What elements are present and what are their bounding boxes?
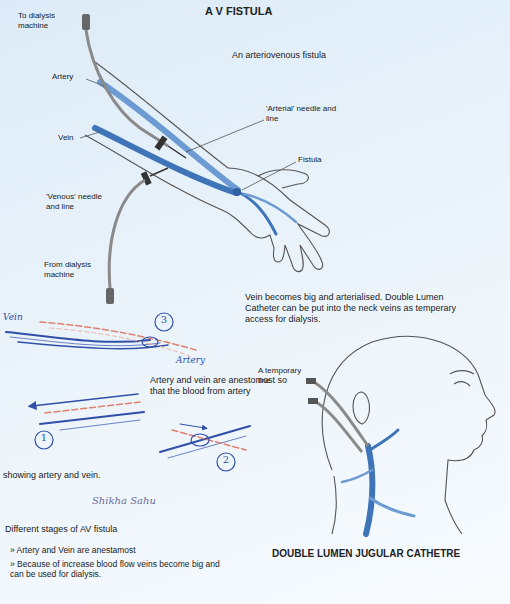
fistula-junction <box>233 188 241 196</box>
leader-line <box>80 132 100 138</box>
caption-label: DOUBLE LUMEN JUGULAR CATHETRE <box>272 548 502 560</box>
part-label: Artery <box>52 72 86 82</box>
sketch-vein <box>40 412 144 424</box>
part-label: To dialysis machine <box>18 11 78 30</box>
vessels <box>95 82 296 234</box>
note-text: showing artery and vein. <box>3 470 163 481</box>
part-label: 'Venous' needle and line <box>46 192 106 211</box>
stage-circle <box>217 453 235 471</box>
thumb-outline <box>258 170 308 188</box>
needle <box>168 146 186 158</box>
bullet-text: » Artery and Vein are anestamost <box>10 545 230 555</box>
stage-circle <box>155 313 173 331</box>
eye <box>454 382 470 386</box>
part-label: An arteriovenous fistula <box>232 50 392 61</box>
neck-veins <box>342 430 414 534</box>
sketch-artery <box>172 430 246 450</box>
needle <box>150 168 168 176</box>
eyebrow <box>450 371 474 374</box>
sketch-stage-3 <box>6 313 196 356</box>
sketch-artery <box>45 402 140 413</box>
signature: Shikha Sahu <box>92 495 182 507</box>
part-label: From dialysis machine <box>44 260 104 279</box>
venous-line <box>106 168 168 304</box>
stage-circle <box>35 431 53 449</box>
sketch-vein <box>60 420 140 430</box>
hand-vein <box>244 194 296 222</box>
bullet-text: » Because of increase blood flow veins b… <box>10 559 235 579</box>
arm-edge <box>85 135 222 210</box>
jugular-catheter <box>306 378 368 452</box>
leader-line <box>86 79 104 86</box>
tube <box>109 180 145 288</box>
ear <box>353 392 370 424</box>
handwritten-label: Artery <box>176 355 226 366</box>
handwritten-label: Vein <box>3 312 43 323</box>
sketch-artery <box>50 328 190 356</box>
tube-connector <box>82 14 90 30</box>
anastomosis-loop <box>191 434 209 446</box>
callout-number: 2 <box>217 454 235 466</box>
arm-outline <box>85 62 329 272</box>
needle-clip <box>155 136 168 151</box>
sketch-vein <box>10 337 160 346</box>
tube-connector <box>106 288 114 304</box>
jugular-vein <box>366 446 372 534</box>
part-label: Fistula <box>298 155 348 165</box>
arterial-line <box>82 14 186 158</box>
leader-line <box>186 120 264 152</box>
hand-outline <box>222 168 329 272</box>
flow-arrow <box>180 424 205 428</box>
neck-vein <box>370 430 398 450</box>
callout-number: 1 <box>35 432 53 444</box>
catheter-hub <box>308 398 318 404</box>
catheter-line <box>316 402 362 452</box>
sketch-stage-2 <box>160 424 250 471</box>
neck-back <box>332 476 336 534</box>
neck-vein <box>342 470 372 482</box>
note-text: Vein becomes big and arterialised. Doubl… <box>245 292 467 324</box>
note-text: Artery and vein are anestomost so that t… <box>150 375 300 397</box>
sketch-stage-1 <box>32 394 144 449</box>
artery <box>100 82 238 190</box>
anastomosis-loop <box>142 337 158 347</box>
callout-number: 3 <box>155 314 173 326</box>
catheter-hub <box>306 378 316 384</box>
neck-vein <box>370 498 414 516</box>
part-label: Vein <box>58 133 82 143</box>
part-label: 'Arterial' needle and line <box>266 104 346 123</box>
leader-line <box>242 162 296 190</box>
leader-lines <box>80 79 296 190</box>
section-heading: Different stages of AV fistula <box>5 524 205 535</box>
vein <box>95 128 236 193</box>
tube <box>86 30 168 146</box>
title: A V FISTULA <box>205 5 335 18</box>
catheter-line <box>314 382 368 446</box>
